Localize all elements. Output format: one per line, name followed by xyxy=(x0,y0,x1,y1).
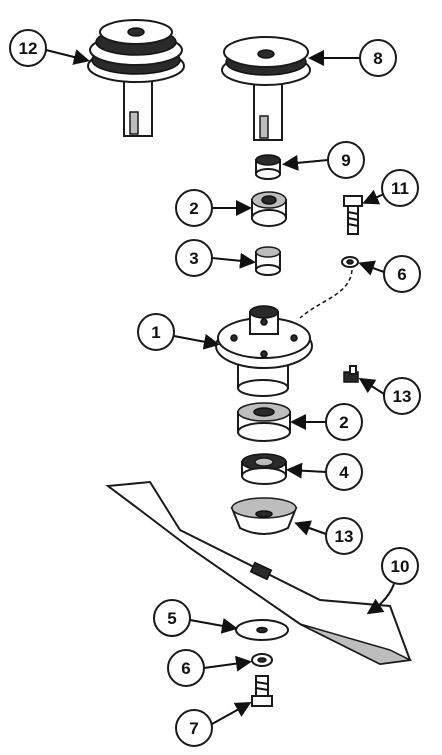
callout-10-label: 10 xyxy=(391,557,410,576)
blade-cup-part-13 xyxy=(230,497,298,535)
callout-12: 12 xyxy=(9,29,47,67)
callout-1-label: 1 xyxy=(151,323,160,342)
callout-3: 3 xyxy=(175,239,213,277)
callout-4: 4 xyxy=(325,453,363,491)
callout-1: 1 xyxy=(137,313,175,351)
bolt-part-11 xyxy=(343,195,363,235)
callout-6-lower-label: 6 xyxy=(181,659,190,678)
single-pulley-part-8 xyxy=(221,36,311,141)
callout-2-upper: 2 xyxy=(175,189,213,227)
callout-13-lower: 13 xyxy=(325,517,363,555)
callout-6-upper: 6 xyxy=(383,255,421,293)
mower-blade-part-10 xyxy=(105,480,413,666)
callout-6-lower: 6 xyxy=(167,649,205,687)
callout-7: 7 xyxy=(175,709,213,747)
washer-part-5 xyxy=(235,619,289,641)
callout-6-upper-label: 6 xyxy=(397,265,406,284)
callout-13-upper: 13 xyxy=(383,377,421,415)
callout-11-label: 11 xyxy=(391,179,409,198)
callout-13-lower-label: 13 xyxy=(335,527,354,546)
callout-2-lower-label: 2 xyxy=(339,413,348,432)
grease-fitting-part-13 xyxy=(343,365,359,383)
double-pulley-part-12 xyxy=(87,19,185,137)
callout-3-label: 3 xyxy=(189,249,198,268)
callout-5: 5 xyxy=(153,599,191,637)
spacer-part-9 xyxy=(255,154,281,180)
leader-lines xyxy=(45,49,395,725)
lock-washer-part-6-lower xyxy=(251,653,273,667)
callout-12-label: 12 xyxy=(19,39,38,58)
bearing-part-2-upper xyxy=(251,191,287,227)
callout-10: 10 xyxy=(381,547,419,585)
lock-washer-part-6-upper xyxy=(341,256,359,268)
callout-9-label: 9 xyxy=(341,151,350,170)
callout-5-label: 5 xyxy=(167,609,176,628)
callout-4-label: 4 xyxy=(339,463,349,482)
bolt-part-7 xyxy=(251,675,273,707)
bearing-part-2-lower xyxy=(237,402,291,442)
callout-2-lower: 2 xyxy=(325,403,363,441)
callout-7-label: 7 xyxy=(189,719,198,738)
seal-part-4 xyxy=(241,453,287,485)
spindle-housing-part-1 xyxy=(215,305,313,397)
callout-9: 9 xyxy=(327,141,365,179)
spacer-part-3 xyxy=(255,246,281,276)
callout-8: 8 xyxy=(359,39,397,77)
callout-8-label: 8 xyxy=(373,49,382,68)
callout-11: 11 xyxy=(381,169,419,207)
assembly-path-line xyxy=(299,269,353,319)
callout-13-upper-label: 13 xyxy=(393,387,412,406)
callout-2-upper-label: 2 xyxy=(189,199,198,218)
